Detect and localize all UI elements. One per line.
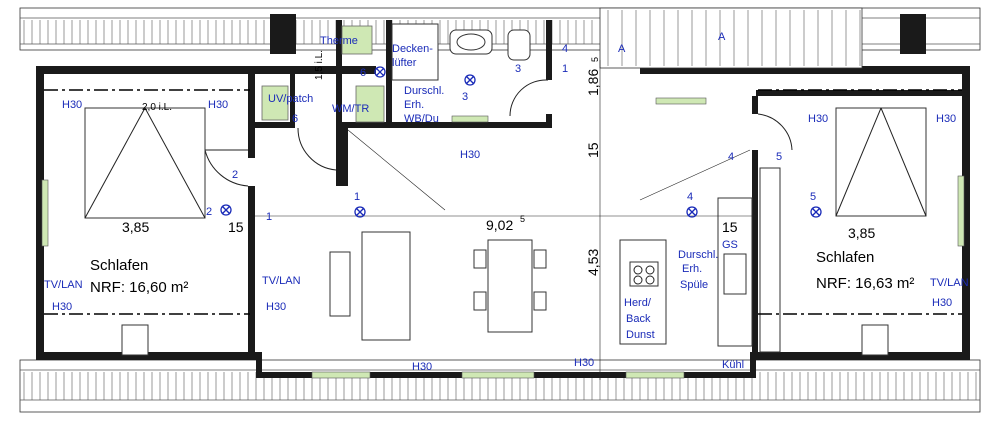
bed-left xyxy=(84,107,206,219)
tv-lan-left-1: TV/LAN xyxy=(44,279,83,291)
circuit-label-6: 6 xyxy=(360,67,366,79)
tv-lan-left-2: TV/LAN xyxy=(262,275,301,287)
therme-label: Therme xyxy=(320,35,358,47)
ceiling-light-icon xyxy=(686,206,698,218)
dim-height-top-sup: 5 xyxy=(590,57,600,62)
section-markers: A A xyxy=(618,31,726,55)
dim-fifteen-vertical: 15 xyxy=(585,142,601,158)
circuit-label-1c: 1 xyxy=(354,191,360,203)
section-a-right: A xyxy=(718,31,726,43)
h30-label: H30 xyxy=(808,113,828,125)
dim-width-left: 3,85 xyxy=(122,219,149,235)
living-furniture xyxy=(329,167,781,353)
doors xyxy=(204,79,793,187)
durschl-bath-2: Erh. xyxy=(404,99,424,111)
h30-label: H30 xyxy=(62,99,82,111)
room-name-left: Schlafen xyxy=(90,257,148,274)
circuit-label-5b: 5 xyxy=(810,191,816,203)
h30-label: H30 xyxy=(936,113,956,125)
deckenluefter-label-2: lüfter xyxy=(392,57,417,69)
uv-patch-label: UV/patch xyxy=(268,93,313,105)
dim-height-mid: 4,53 xyxy=(585,249,601,276)
dim-width-mid-sup: 5 xyxy=(520,214,525,224)
wm-tr-label: WM/TR xyxy=(332,103,369,115)
clear-height-left: 2,0 i.L. xyxy=(142,102,172,113)
h30-label: H30 xyxy=(460,149,480,161)
tv-lan-right: TV/LAN xyxy=(930,277,969,289)
herd-label-3: Dunst xyxy=(626,329,655,341)
room-area-left: NRF: 16,60 m² xyxy=(90,279,188,296)
circuit-label-2b: 2 xyxy=(206,206,212,218)
interior-walls xyxy=(248,14,968,352)
ceiling-light-icon xyxy=(464,74,476,86)
kuehl-label: Kühl xyxy=(722,359,744,371)
slope-lines xyxy=(44,60,962,380)
circuit-label-3: 3 xyxy=(462,91,468,103)
circuit-label-4c: 4 xyxy=(728,151,734,163)
bed-right xyxy=(835,107,927,217)
h30-label: H30 xyxy=(932,297,952,309)
circuit-label-6b: 6 xyxy=(292,113,298,125)
bathroom-fixtures xyxy=(391,23,531,81)
circuit-label-2: 2 xyxy=(232,169,238,181)
clear-height-mid: 1,5 i.L. xyxy=(314,50,325,80)
h30-label: H30 xyxy=(266,301,286,313)
deckenluefter-label-1: Decken- xyxy=(392,43,433,55)
dim-height-top: 1,86 xyxy=(585,69,601,96)
room-name-right: Schlafen xyxy=(816,249,874,266)
h30-label: H30 xyxy=(52,301,72,313)
durschl-kitchen-3: Spüle xyxy=(680,279,708,291)
dim-fifteen-right: 15 xyxy=(722,219,738,235)
durschl-kitchen-1: Durschl. xyxy=(678,249,718,261)
durschl-kitchen-2: Erh. xyxy=(682,263,702,275)
ceiling-light-icon xyxy=(354,206,366,218)
h30-label: H30 xyxy=(412,361,432,373)
roof-hatch-bottom xyxy=(19,359,981,413)
windows xyxy=(41,97,965,379)
light-icons xyxy=(220,66,822,218)
utility-blocks xyxy=(261,25,385,123)
circuit-label-1b: 1 xyxy=(266,211,272,223)
stair-treads xyxy=(607,10,861,66)
herd-label-2: Back xyxy=(626,313,651,325)
section-a-left: A xyxy=(618,43,626,55)
durschl-bath-3: WB/Du xyxy=(404,113,439,125)
circuit-labels: 6 6 3 3 4 1 2 2 1 1 4 4 5 5 xyxy=(206,43,816,223)
h30-label: H30 xyxy=(208,99,228,111)
stairs xyxy=(599,7,863,69)
circuit-label-4b: 4 xyxy=(687,191,693,203)
ceiling-light-icon xyxy=(810,206,822,218)
ceiling-light-icon xyxy=(220,204,232,216)
dim-width-mid: 9,02 xyxy=(486,217,513,233)
circuit-label-5: 5 xyxy=(776,151,782,163)
gs-label: GS xyxy=(722,239,738,251)
h30-label: H30 xyxy=(574,357,594,369)
durschl-bath-1: Durschl. xyxy=(404,85,444,97)
room-area-right: NRF: 16,63 m² xyxy=(816,275,914,292)
herd-label-1: Herd/ xyxy=(624,297,652,309)
dim-width-right: 3,85 xyxy=(848,225,875,241)
ceiling-light-icon xyxy=(374,66,386,78)
dim-fifteen-left: 15 xyxy=(228,219,244,235)
circuit-label-4: 4 xyxy=(562,43,568,55)
circuit-label-3b: 3 xyxy=(515,63,521,75)
circuit-label-1: 1 xyxy=(562,63,568,75)
